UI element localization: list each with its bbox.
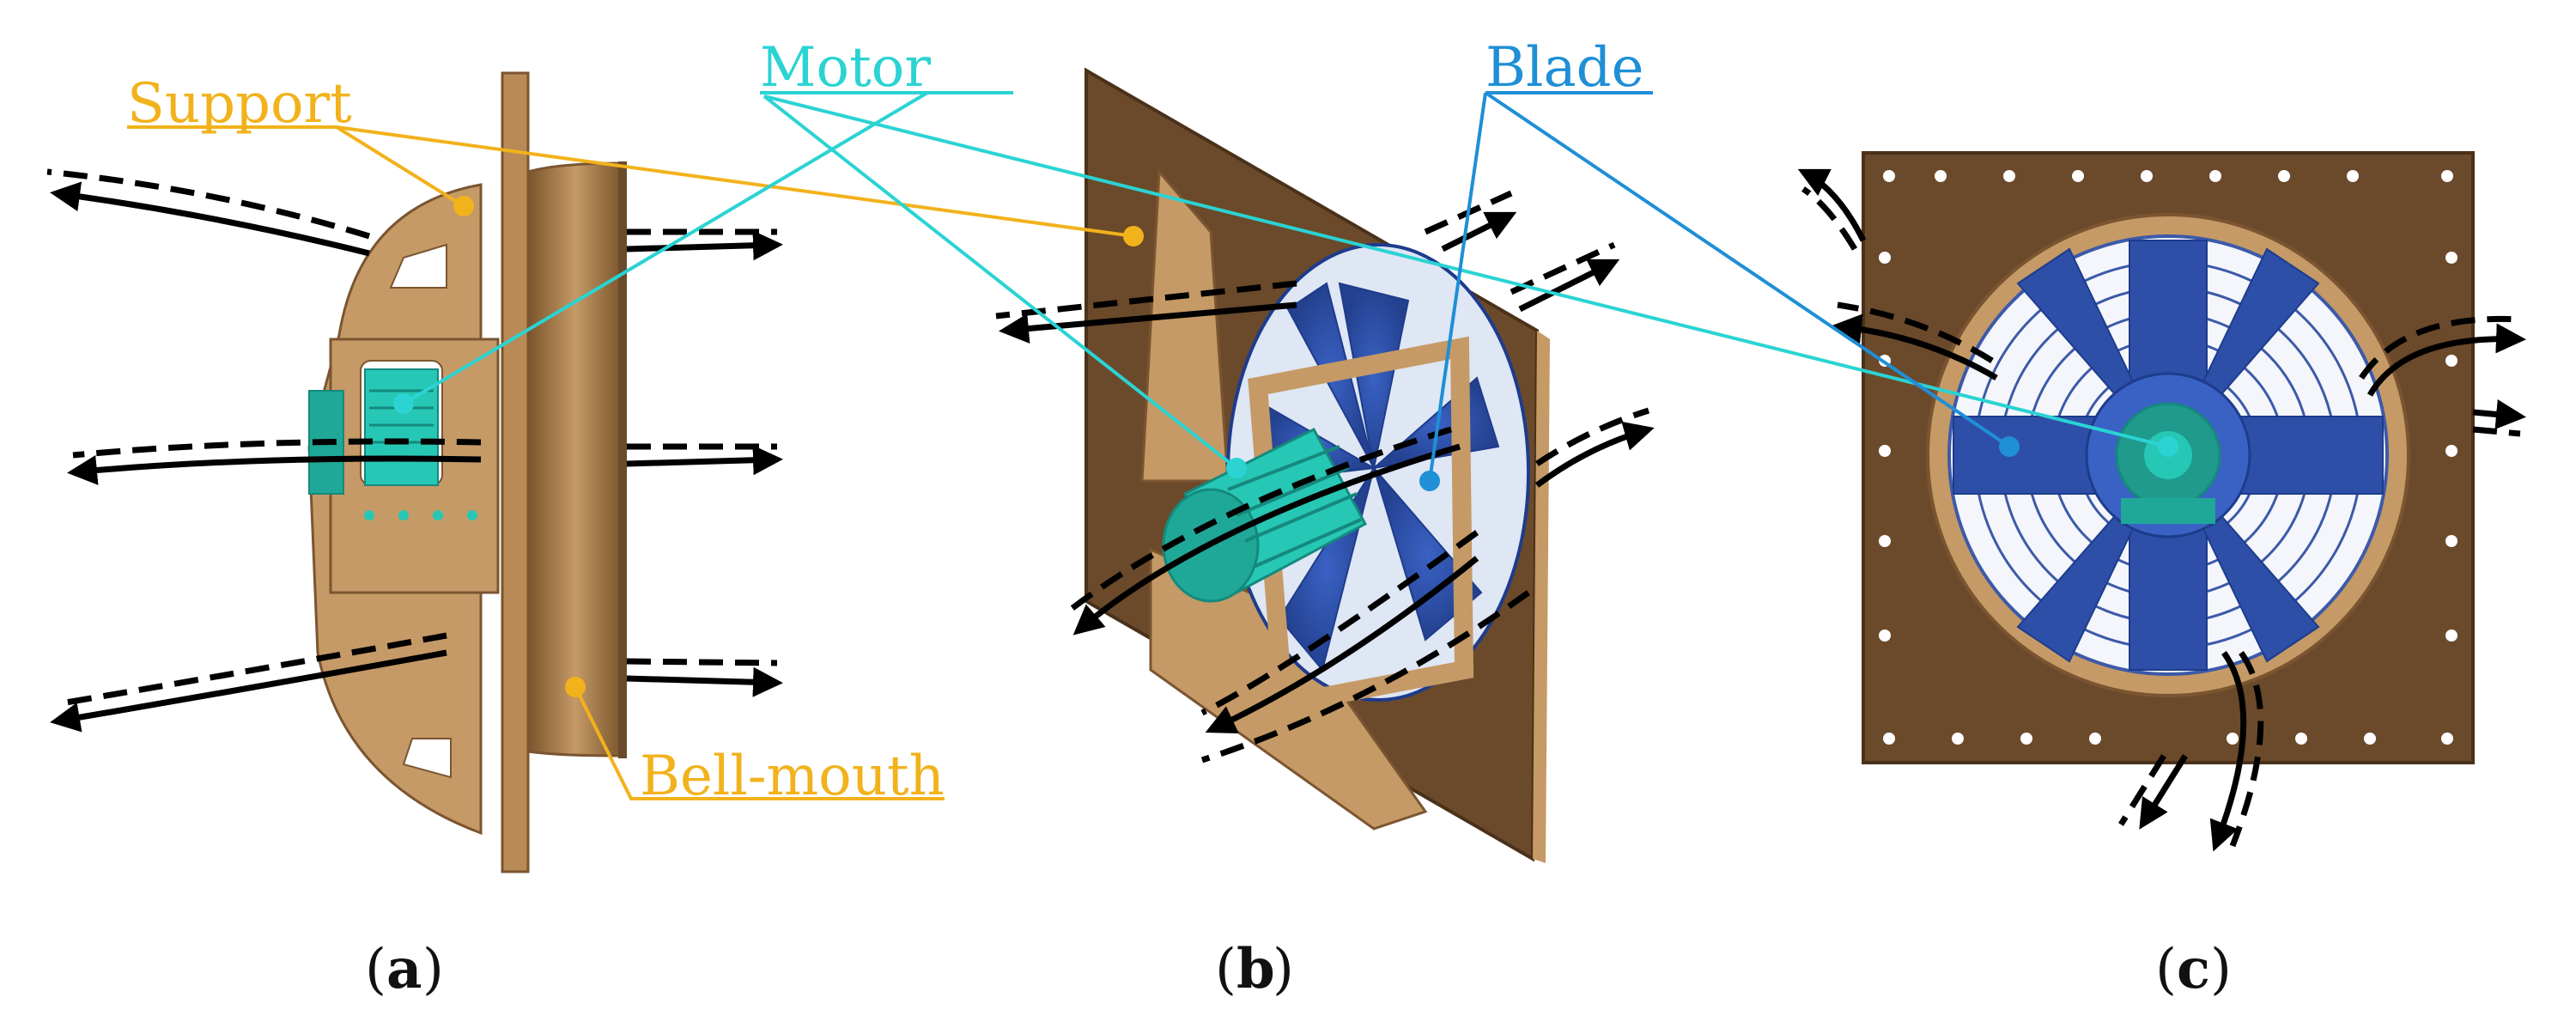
svg-text:a: a xyxy=(386,937,422,1001)
motor-label: Motor xyxy=(760,36,931,100)
support-slot-top xyxy=(389,243,447,289)
motor-dot-a xyxy=(393,393,414,414)
bell-mouth-rim xyxy=(618,161,627,758)
mount-holes xyxy=(364,510,477,520)
support-slot-bottom xyxy=(402,738,452,779)
blade-dot-b xyxy=(1419,471,1440,491)
svg-text:(: ( xyxy=(1215,938,1236,1001)
motor-side xyxy=(364,368,439,486)
blade-leader-3 xyxy=(1484,91,2011,448)
motor-base-c xyxy=(2121,498,2215,524)
support-dot-a xyxy=(453,196,474,216)
blade-dot-c xyxy=(1999,436,2020,457)
svg-text:(: ( xyxy=(365,938,386,1001)
svg-text:): ) xyxy=(422,938,444,1001)
support-label: Support xyxy=(127,72,352,136)
frame-holes-c xyxy=(1879,170,2458,745)
svg-text:): ) xyxy=(2210,938,2232,1001)
caption-b: ( b ) xyxy=(1215,937,1294,1001)
bell-mouth xyxy=(526,161,624,757)
panel-a-side-view xyxy=(46,71,783,873)
motor-leader-4 xyxy=(763,94,2169,448)
bell-mouth-dot xyxy=(565,677,586,697)
svg-text:(: ( xyxy=(2155,938,2177,1001)
airflow-arrows-b xyxy=(995,190,1655,763)
blade-leader-2 xyxy=(1428,92,1487,482)
airflow-arrows-c xyxy=(1797,168,2526,852)
motor-dot-b xyxy=(1226,458,1247,478)
bell-mouth-label: Bell-mouth xyxy=(640,745,945,808)
support-leader-2 xyxy=(336,125,1134,238)
motor-leader-3 xyxy=(762,94,1238,470)
caption-a: ( a ) xyxy=(365,937,444,1001)
support-box-b xyxy=(1248,336,1474,716)
bell-mouth-leader xyxy=(574,686,945,800)
blade-label: Blade xyxy=(1485,36,1644,100)
motor-dot-c xyxy=(2158,436,2178,457)
svg-text:c: c xyxy=(2177,937,2210,1001)
caption-c: ( c ) xyxy=(2155,937,2232,1001)
svg-text:): ) xyxy=(1273,938,1294,1001)
callout-lines xyxy=(127,91,2178,800)
support-dot-b xyxy=(1123,226,1144,246)
airflow-arrows-a xyxy=(46,168,783,733)
svg-text:b: b xyxy=(1236,937,1275,1001)
panel-c-front-view xyxy=(1797,151,2526,852)
mounting-plate xyxy=(501,71,530,873)
panel-b-isometric-view xyxy=(995,67,1655,863)
